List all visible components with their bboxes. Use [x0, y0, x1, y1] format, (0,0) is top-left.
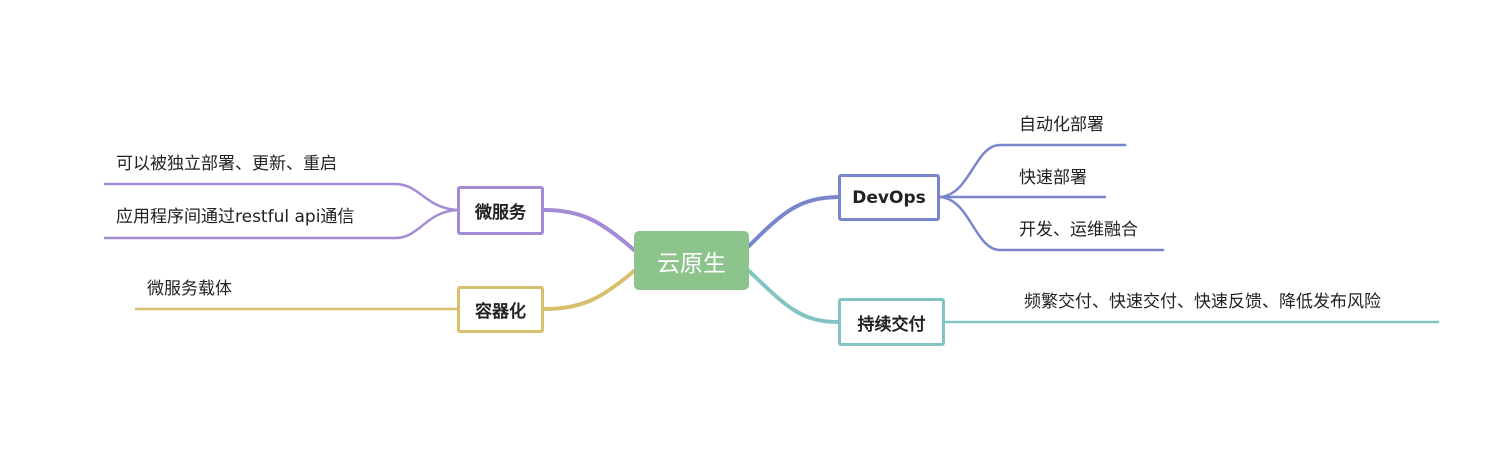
branch-node-continuous-delivery[interactable]: 持续交付	[838, 298, 945, 346]
leaf-node[interactable]: 微服务载体	[147, 279, 232, 299]
leaf-node[interactable]: 自动化部署	[1019, 115, 1104, 135]
connector-line	[542, 269, 636, 311]
connector-line	[103, 182, 459, 212]
connector-line	[938, 195, 1165, 252]
branch-node-label: 微服务	[475, 203, 526, 223]
branch-node-label: DevOps	[852, 187, 926, 208]
leaf-node[interactable]: 快速部署	[1019, 168, 1087, 188]
leaf-node[interactable]: 应用程序间通过restful api通信	[116, 207, 355, 227]
root-node-label: 云原生	[657, 250, 726, 277]
connector-line	[103, 208, 459, 240]
root-node[interactable]: 云原生	[634, 231, 749, 290]
leaf-node[interactable]: 频繁交付、快速交付、快速反馈、降低发布风险	[1024, 292, 1381, 312]
branch-node-microservices[interactable]: 微服务	[457, 186, 544, 235]
connector-line	[938, 143, 1127, 199]
leaf-node[interactable]: 可以被独立部署、更新、重启	[116, 154, 337, 174]
branch-node-label: 容器化	[475, 302, 526, 322]
branch-node-devops[interactable]: DevOps	[838, 174, 940, 221]
branch-node-label: 持续交付	[857, 314, 926, 335]
connector-line	[542, 208, 636, 252]
branch-node-containerization[interactable]: 容器化	[457, 286, 544, 333]
leaf-node[interactable]: 开发、运维融合	[1019, 220, 1138, 240]
connector-line	[747, 195, 840, 248]
connector-line	[747, 269, 840, 324]
connector-lines	[103, 143, 1440, 324]
